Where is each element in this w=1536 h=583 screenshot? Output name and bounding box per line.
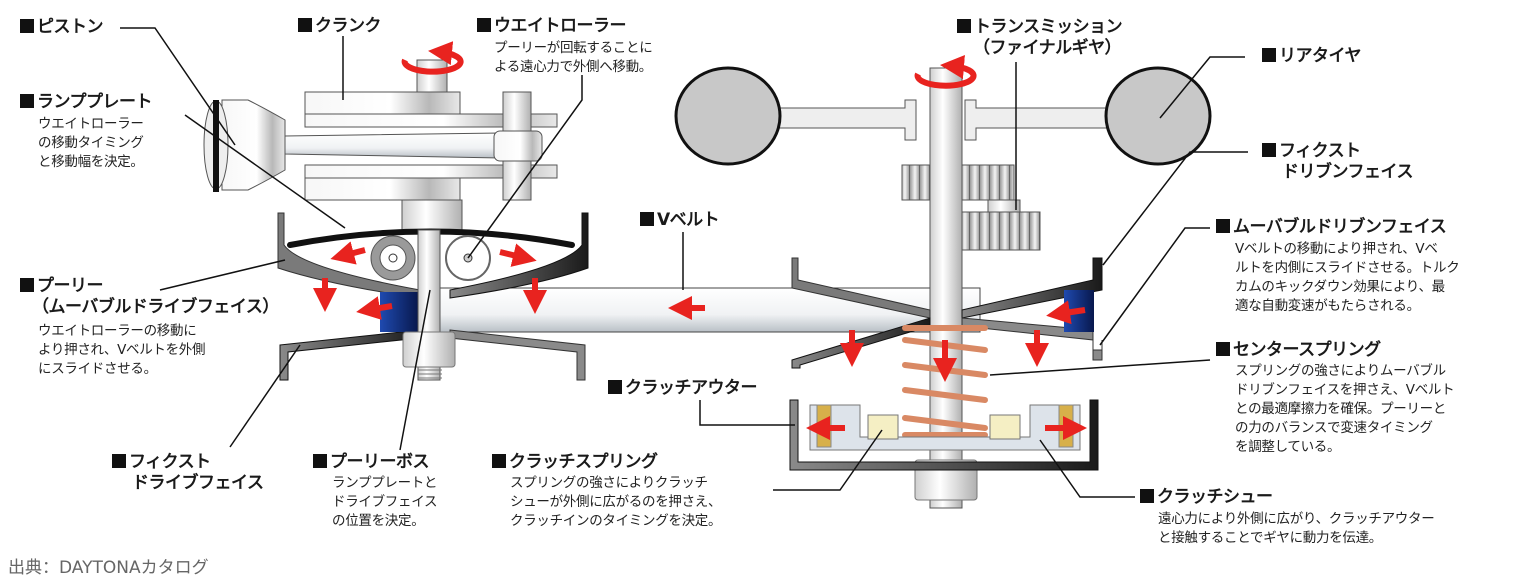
- desc-center-spring: スプリングの強さによりムーバブルドリブンフェイスを押さえ、Vベルトとの最適摩擦力…: [1235, 363, 1455, 455]
- label-clutch-outer: クラッチアウター: [608, 378, 758, 399]
- label-piston: ピストン: [20, 17, 104, 38]
- label-pulley-boss: プーリーボス: [313, 452, 430, 473]
- crank: [304, 59, 558, 231]
- label-clutch-shoe: クラッチシュー: [1140, 487, 1273, 508]
- movement-arrows: [313, 241, 1087, 440]
- connecting-rod: [284, 130, 543, 162]
- rear-tire-left: [674, 66, 782, 166]
- label-pulley: プーリー（ムーバブルドライブフェイス）: [20, 276, 279, 318]
- piston: [203, 99, 286, 192]
- leader-lines: [120, 27, 1248, 498]
- source-caption: 出典：DAYTONAカタログ: [8, 558, 209, 578]
- rotation-arrow-axle: [914, 55, 977, 89]
- label-transmission: トランスミッション（ファイナルギヤ）: [957, 17, 1123, 59]
- label-movable-driven-face: ムーバブルドリブンフェイス: [1216, 217, 1447, 238]
- label-clutch-spring: クラッチスプリング: [492, 452, 658, 473]
- final-gears: [901, 164, 1041, 251]
- label-rear-tire: リアタイヤ: [1262, 46, 1362, 67]
- rear-tire-right: [1104, 66, 1212, 166]
- label-crank: クランク: [298, 16, 382, 37]
- desc-weight-roller: プーリーが回転することによる遠心力で外側へ移動。: [494, 40, 653, 75]
- label-fixed-drive-face: フィクストドライブフェイス: [112, 452, 264, 494]
- desc-clutch-spring: スプリングの強さによりクラッチシューが外側に広がるのを押さえ、クラッチインのタイ…: [510, 475, 722, 529]
- desc-clutch-shoe: 遠心力により外側に広がり、クラッチアウターと接触することでギヤに動力を伝達。: [1158, 511, 1435, 546]
- drive-pulley: [277, 212, 589, 381]
- label-fixed-driven-face: フィクストドリブンフェイス: [1262, 141, 1413, 183]
- rotation-arrow-crank: [401, 41, 464, 75]
- label-weight-roller: ウエイトローラー: [477, 16, 627, 37]
- center-spring: [902, 325, 988, 438]
- desc-pulley: ウエイトローラーの移動により押され、Vベルトを外側にスライドさせる。: [38, 323, 206, 377]
- label-ramp-plate: ランププレート: [20, 92, 153, 113]
- desc-ramp-plate: ウエイトローラーの移動タイミングと移動幅を決定。: [38, 116, 144, 170]
- desc-pulley-boss: ランププレートとドライブフェイスの位置を決定。: [332, 475, 438, 529]
- rear-axle: [674, 66, 1212, 166]
- label-v-belt: Vベルト: [640, 210, 720, 231]
- label-center-spring: センタースプリング: [1216, 340, 1381, 361]
- desc-movable-driven-face: Vベルトの移動により押され、Vベルトを内側にスライドさせる。トルクカムのキックダ…: [1235, 241, 1460, 314]
